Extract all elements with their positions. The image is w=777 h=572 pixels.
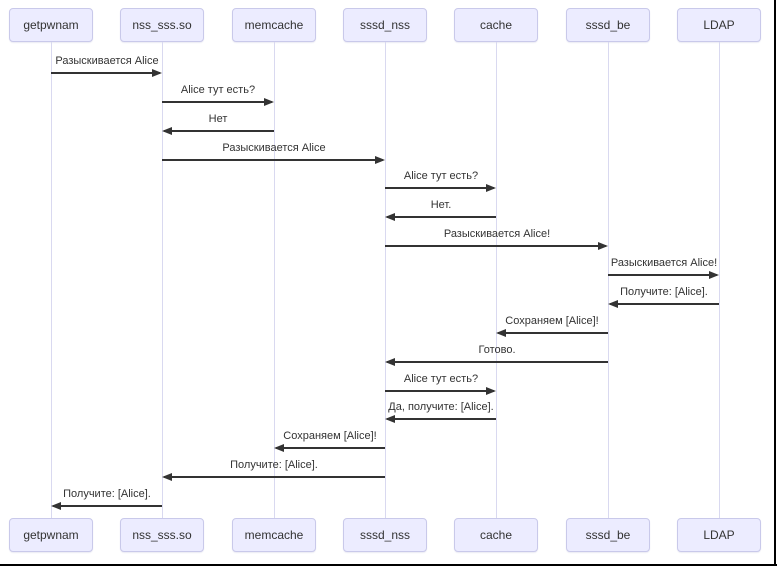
actor-label: getpwnam [23,18,79,32]
lifeline-sssd-nss [385,42,386,518]
message-arrowhead [274,444,284,452]
message-label: Получите: [Alice]. [230,459,318,471]
message-label: Готово. [478,344,516,356]
message-arrowhead [598,242,608,250]
actor-bottom-nss-sss-so: nss_sss.so [120,518,204,552]
lifeline-getpwnam [51,42,52,518]
message-arrow-line [162,101,272,103]
message-arrowhead [385,213,395,221]
actor-bottom-memcache: memcache [232,518,316,552]
message-arrowhead [162,127,172,135]
lifeline-memcache [274,42,275,518]
actor-label: memcache [244,18,304,32]
message-arrow-line [164,130,274,132]
actor-label: getpwnam [23,528,79,542]
message-arrow-line [385,390,494,392]
message-label: Нет. [430,199,452,211]
actor-label: cache [479,18,513,32]
message-label: Разыскивается Alice [55,55,159,67]
message-label: Alice тут есть? [180,84,256,96]
actor-label: sssd_nss [359,18,411,32]
message-arrow-line [385,245,606,247]
actor-top-sssd-nss: sssd_nss [343,8,427,42]
actor-bottom-ldap: LDAP [677,518,761,552]
message-label: Разыскивается Alice! [443,228,551,240]
message-arrowhead [709,271,719,279]
message-label: Alice тут есть? [403,373,479,385]
message-arrow-line [51,72,160,74]
message-label: Разыскивается Alice! [610,257,718,269]
actor-top-cache: cache [454,8,538,42]
message-label: Разыскивается Alice [222,142,326,154]
lifeline-sssd-be [608,42,609,518]
lifeline-nss-sss-so [162,42,163,518]
actor-bottom-sssd-nss: sssd_nss [343,518,427,552]
message-label: Alice тут есть? [403,170,479,182]
actor-bottom-sssd-be: sssd_be [566,518,650,552]
message-arrow-line [498,332,608,334]
message-arrowhead [375,156,385,164]
message-arrowhead [608,300,618,308]
message-arrow-line [276,447,385,449]
message-label: Да, получите: [Alice]. [388,401,494,413]
message-arrow-line [162,159,383,161]
actor-label: sssd_be [585,528,631,542]
message-arrow-line [387,216,496,218]
window-edge-right [774,0,776,566]
message-arrow-line [608,274,717,276]
actor-top-memcache: memcache [232,8,316,42]
message-arrowhead [486,387,496,395]
actor-label: nss_sss.so [132,18,192,32]
message-arrow-line [164,476,385,478]
actor-top-nss-sss-so: nss_sss.so [120,8,204,42]
actor-bottom-getpwnam: getpwnam [9,518,93,552]
actor-label: memcache [244,528,304,542]
message-arrow-line [385,187,494,189]
lifeline-cache [496,42,497,518]
actor-top-ldap: LDAP [677,8,761,42]
message-arrow-line [53,505,162,507]
actor-top-sssd-be: sssd_be [566,8,650,42]
actor-label: LDAP [703,528,735,542]
actor-label: sssd_be [585,18,631,32]
message-label: Сохраняем [Alice]! [283,430,377,442]
message-arrowhead [385,358,395,366]
actor-label: nss_sss.so [132,528,192,542]
message-arrowhead [51,502,61,510]
message-arrowhead [496,329,506,337]
actor-label: sssd_nss [359,528,411,542]
message-label: Сохраняем [Alice]! [505,315,599,327]
message-arrow-line [610,303,719,305]
message-arrowhead [486,184,496,192]
message-arrowhead [162,473,172,481]
actor-label: LDAP [703,18,735,32]
actor-top-getpwnam: getpwnam [9,8,93,42]
message-label: Получите: [Alice]. [63,488,151,500]
lifeline-ldap [719,42,720,518]
message-label: Получите: [Alice]. [620,286,708,298]
message-arrowhead [264,98,274,106]
message-arrow-line [387,418,496,420]
message-arrowhead [385,415,395,423]
message-arrow-line [387,361,608,363]
message-arrowhead [152,69,162,77]
window-edge-bottom [0,564,777,566]
actor-bottom-cache: cache [454,518,538,552]
message-label: Нет [208,113,228,125]
actor-label: cache [479,528,513,542]
